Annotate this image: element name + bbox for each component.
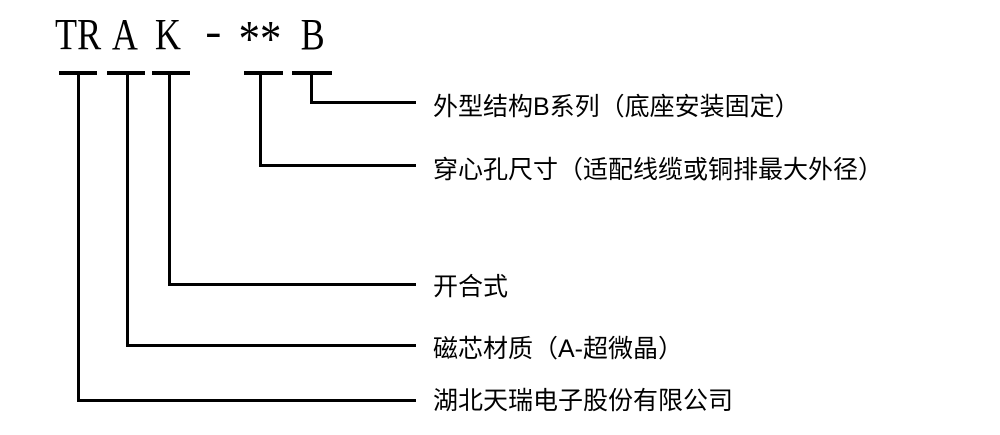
connector-b-leader-line [310, 101, 416, 104]
label-company: 湖北天瑞电子股份有限公司 [433, 387, 734, 415]
model-segment-tr-text: TR [54, 10, 102, 59]
connector-k-top-tick [152, 71, 190, 75]
label-hole-size: 穿心孔尺寸（适配线缆或铜排最大外径） [433, 156, 884, 184]
connector-a-leader-line [126, 344, 416, 347]
model-segment-dash-text: - [204, 7, 222, 56]
connector-tr-leader-line [77, 399, 416, 402]
connector-b-stem-line [310, 71, 313, 104]
label-split-core: 开合式 [433, 273, 509, 301]
connector-k-stem-line [168, 71, 171, 286]
connector-tr-stem-line [77, 71, 80, 402]
model-segment-k-text: K [154, 10, 182, 59]
connector-size-leader-line [259, 164, 416, 167]
model-segment-b-text: B [300, 10, 326, 59]
connector-a-stem-line [126, 71, 129, 347]
label-core-material: 磁芯材质（A-超微晶） [433, 335, 684, 363]
model-segment-a-text: A [111, 10, 139, 59]
connector-size-stem-line [259, 71, 262, 167]
label-structure-series: 外型结构B系列（底座安装固定） [433, 93, 800, 121]
model-segment-size-text: ** [238, 11, 282, 68]
connector-k-leader-line [168, 283, 416, 286]
connector-size-top-tick [244, 71, 283, 75]
